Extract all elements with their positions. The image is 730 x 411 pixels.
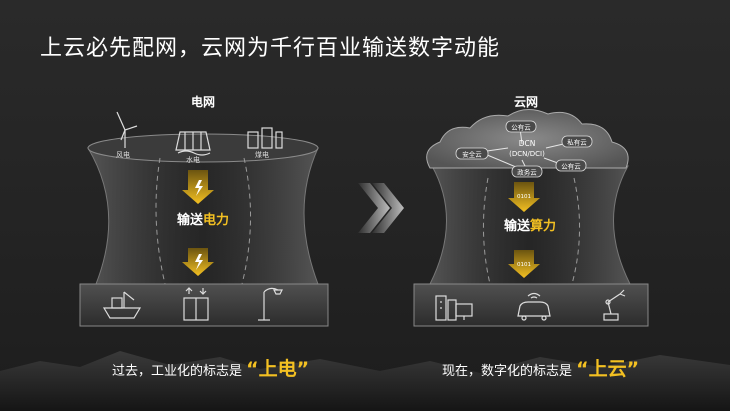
source-label-wind: 风电 [116, 150, 130, 159]
power-base [79, 283, 329, 327]
svg-text:公有云: 公有云 [511, 123, 531, 132]
compute-arrow-bottom: 0101 [508, 250, 540, 278]
cloud-node-security: 安全云 [455, 147, 489, 160]
robot-arm-icon [603, 289, 626, 321]
cloud-network-label: 云网 [513, 95, 538, 109]
hydro-dam-icon [175, 131, 211, 156]
power-arrow-bottom [182, 248, 214, 276]
svg-text:公有云: 公有云 [561, 162, 581, 171]
power-lane-left [155, 157, 166, 285]
cloud-node-government: 政务云 [511, 165, 543, 178]
street-lamp-icon [258, 287, 283, 321]
cloud-node-private: 私有云 [561, 135, 593, 148]
svg-text:政务云: 政务云 [517, 168, 537, 177]
power-top-ellipse [87, 133, 319, 163]
caption-past: 过去，工业化的标志是 “上电” [112, 354, 309, 381]
transition-chevron-icon [358, 183, 404, 233]
dcn-sub-label: (DCN/DCI) [509, 150, 545, 158]
coal-plant-icon [247, 127, 283, 149]
smart-city-icon [435, 295, 473, 321]
svg-text:0101: 0101 [517, 194, 531, 200]
svg-text:0101: 0101 [517, 262, 531, 268]
cloud-node-public-top: 公有云 [505, 120, 537, 133]
svg-text:私有云: 私有云 [567, 138, 587, 147]
svg-text:安全云: 安全云 [462, 150, 482, 159]
source-label-hydro: 水电 [186, 155, 200, 164]
cloud-lane-left [482, 177, 491, 285]
caption-now-text: 现在，数字化的标志是 [442, 364, 573, 379]
caption-now: 现在，数字化的标志是 “上云” [442, 354, 639, 381]
caption-past-text: 过去，工业化的标志是 [112, 364, 243, 379]
cloud-lane-right [571, 177, 581, 285]
dcn-label: DCN [519, 139, 536, 148]
compute-flow-text: 输送算力 [504, 218, 556, 234]
wind-turbine-icon [116, 111, 138, 148]
compute-arrow-top: 0101 [508, 182, 540, 212]
source-label-coal: 煤电 [255, 150, 269, 159]
elevator-icon [183, 287, 209, 321]
caption-now-quote: “上云” [576, 358, 640, 380]
cloud-network-panel: 公有云 私有云 安全云 政务云 公有云 DCN (DCN/DCI) 0101 0… [413, 109, 649, 327]
power-grid-panel: 风电 水电 煤电 输送电力 [79, 111, 329, 327]
caption-past-quote: “上电” [246, 358, 310, 380]
power-lane-right [241, 157, 251, 285]
connected-car-icon [517, 292, 551, 321]
page-title: 上云必先配网，云网为千行百业输送数字动能 [40, 36, 501, 61]
power-flow-text: 输送电力 [177, 212, 229, 228]
mountain-background [0, 351, 730, 411]
power-arrow-top [182, 170, 214, 204]
power-grid-label: 电网 [190, 95, 215, 109]
ship-icon [102, 291, 142, 319]
cloud-node-public-right: 公有云 [555, 159, 587, 172]
